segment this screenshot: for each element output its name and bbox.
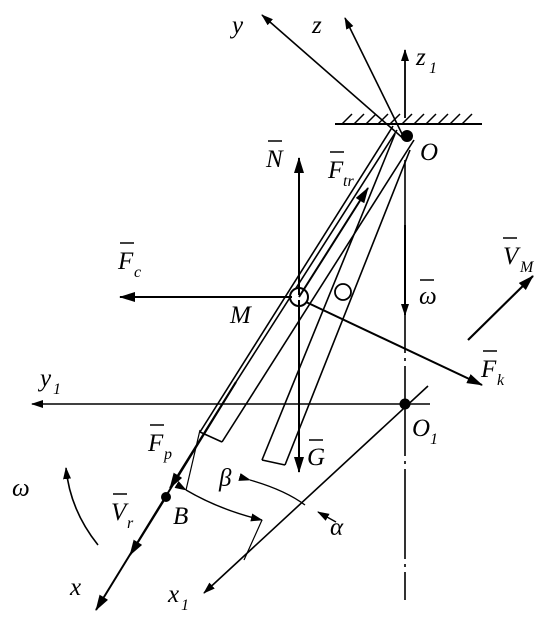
label-omega-vec: ω [419,283,437,310]
VM-velocity-arrow [467,275,534,341]
label-M: M [229,302,252,329]
y-axis [261,14,406,141]
label-Fc-sub: c [134,264,141,281]
label-beta: β [218,465,232,492]
label-Fp: F [147,430,164,457]
label-B: B [173,503,188,530]
label-y1-sub: 1 [53,381,61,398]
point-O1 [399,398,411,410]
label-O1-sub: 1 [430,431,438,448]
label-Fk: F [480,356,497,383]
label-Ftr: F [327,157,344,184]
label-N: N [265,146,284,173]
pivot-O [401,130,413,142]
vector-overbars [113,140,517,495]
label-G: G [307,444,325,471]
omega-rotation-arc [63,467,99,546]
label-Fp-sub: p [163,446,172,463]
beta-angle-arc [174,429,263,522]
label-x: x [69,574,81,601]
label-O1: O [412,415,430,442]
Ftr-force-arrow [298,187,369,298]
label-y: y [229,12,244,39]
label-z1-sub: 1 [429,60,437,77]
label-omega: ω [12,475,30,502]
label-Fc: F [117,248,134,275]
label-VM: V [503,243,521,270]
x1-axis [203,385,429,594]
label-y1: y [37,365,52,392]
label-x1-sub: 1 [181,597,189,614]
small-ring [334,283,352,301]
rod [199,125,415,466]
label-Fk-sub: k [497,372,505,389]
Vr-velocity-arrow [129,496,167,556]
label-z1: z [415,44,426,71]
label-x1: x [167,581,179,608]
Fk-force-arrow [305,301,483,386]
fixed-support [335,113,482,125]
label-alpha: α [330,514,344,541]
z-axis [344,17,406,141]
Fp-force-arrow [169,381,237,489]
projection-line [243,519,263,561]
label-O: O [420,139,438,166]
label-z: z [311,12,322,39]
alpha-angle-arc [238,473,337,523]
label-Vr-sub: r [127,515,134,532]
label-Ftr-sub: tr [343,173,354,190]
label-Vr: V [111,499,129,526]
label-VM-sub: M [519,259,535,276]
